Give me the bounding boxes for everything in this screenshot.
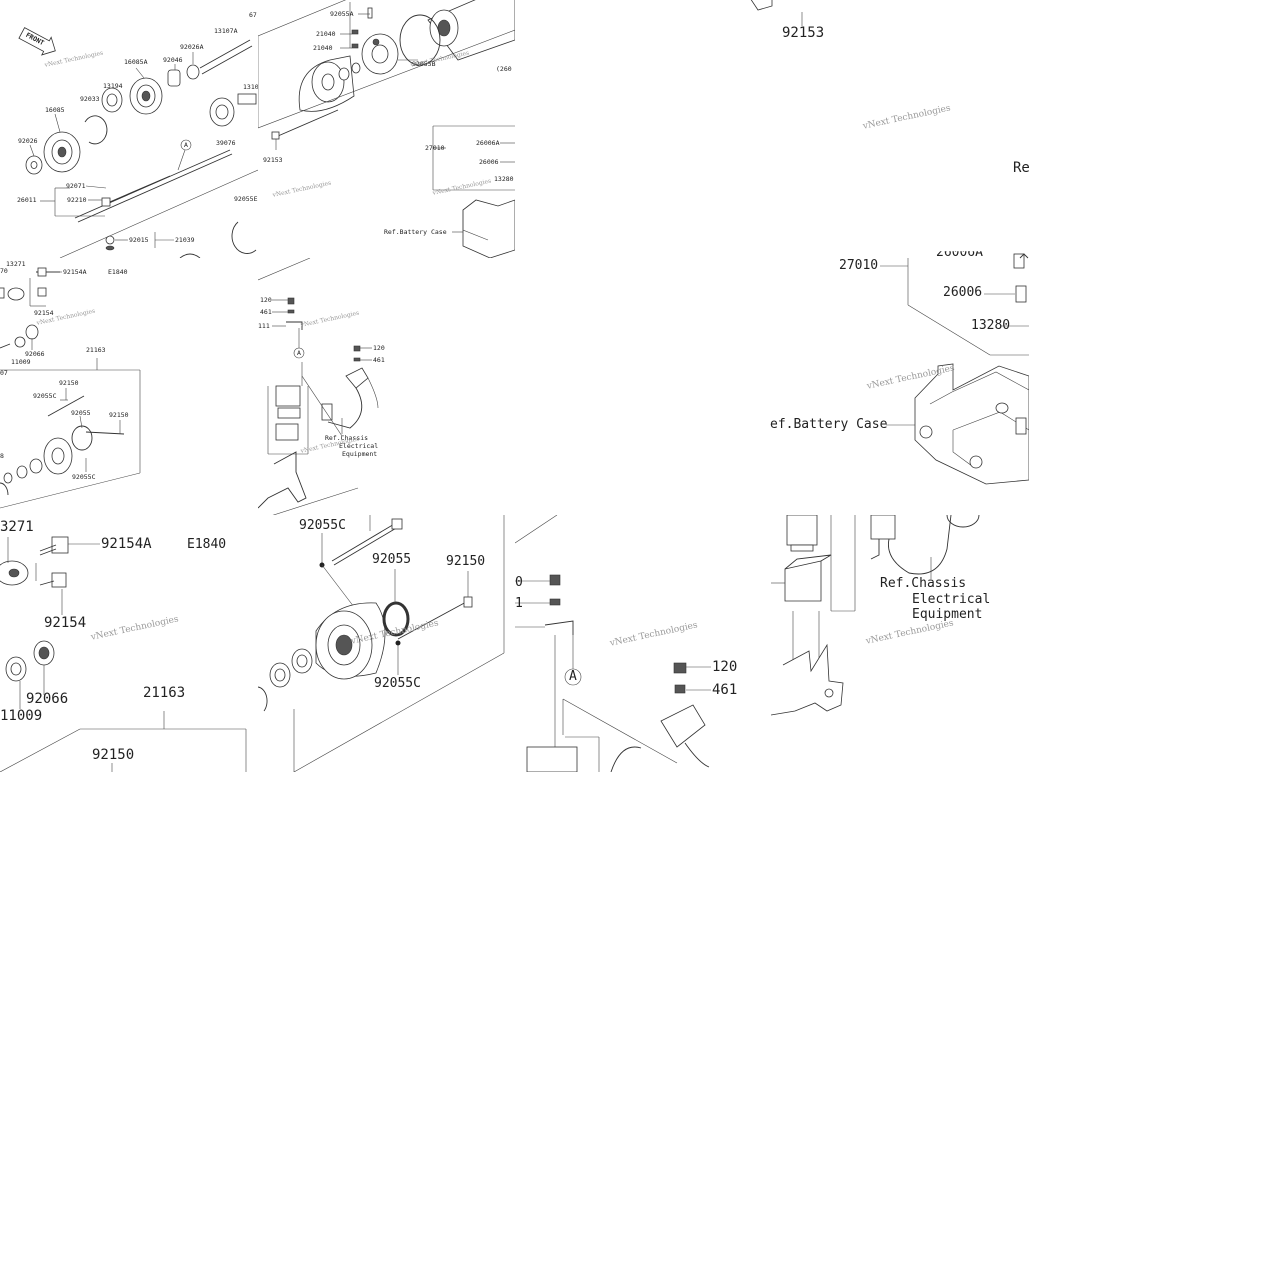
callout-label: 92055C <box>299 518 346 533</box>
callout-label: 92150 <box>59 379 79 387</box>
callout-label: 92055C <box>72 473 96 481</box>
callout-label: 92066 <box>26 691 69 707</box>
callout-label: 92150 <box>109 411 129 419</box>
callout-label: 21039 <box>175 236 195 244</box>
callout-label: 461 <box>712 682 738 698</box>
diagram-tile-mid-left: 70 13271 92154A E1840 92154 92066 11009 … <box>0 258 258 515</box>
diagram-tile-bottom-mid: 0 1 A 120 461 vNext Technologies <box>515 515 771 772</box>
diagram-tile-top-center: 92055A 21040 21040 92055B (260 92153 260… <box>258 0 515 258</box>
callout-label: 13107A <box>214 27 238 35</box>
callout-label: 26006 <box>479 158 499 166</box>
callout-label: 92026 <box>18 137 38 145</box>
callout-label: 92055 <box>372 552 412 567</box>
relay-zoom-drawing <box>515 515 711 772</box>
callout-label: 27010 <box>425 144 445 152</box>
callout-label: 92055C <box>33 392 57 400</box>
circle-a-label: A <box>297 349 301 357</box>
relay-drawing <box>258 258 379 515</box>
ref-label: Equipment <box>342 450 378 458</box>
callout-label: 13194 <box>103 82 123 90</box>
callout-label: 07 <box>0 369 8 377</box>
callout-label: 92154 <box>44 615 87 631</box>
diagram-tile-bottom-center: 92055C 92055 92150 92055C vNext Technolo… <box>258 515 515 772</box>
callout-label: 92210 <box>67 196 87 204</box>
callout-label: ef.Battery Case <box>770 417 888 432</box>
callout-label: 21040 <box>313 44 333 52</box>
callout-label: 21163 <box>86 346 106 354</box>
callout-label: 1310 <box>243 83 258 91</box>
callout-label: 92055B <box>412 60 436 68</box>
circle-a-label: A <box>184 141 188 149</box>
callout-label: 92033 <box>80 95 100 103</box>
callout-label: 92071 <box>66 182 86 190</box>
callout-label: 92153 <box>263 156 283 164</box>
callout-label: Re <box>1013 160 1029 176</box>
diagram-tile-top-right: 92153 Re 27010 26006A 26006 13280 ef.Bat… <box>740 0 1029 515</box>
callout-label: 92055C <box>374 676 421 691</box>
starter-mount-drawing <box>0 267 141 509</box>
circle-a-label: A <box>569 669 577 684</box>
callout-label: 92154A <box>101 536 152 552</box>
callout-label: 13271 <box>6 260 26 268</box>
ref-label: Electrical <box>912 592 991 607</box>
ref-label: Ref.Chassis <box>880 576 967 591</box>
callout-label: 70 <box>0 267 8 275</box>
callout-label: 11009 <box>11 358 31 366</box>
diagram-tile-bottom-right: Ref.Chassis Electrical Equipment vNext T… <box>771 515 1029 772</box>
callout-label: 16085 <box>45 106 65 114</box>
callout-label: 92026A <box>180 43 204 51</box>
callout-label: 27010 <box>839 258 879 273</box>
callout-label: 26011 <box>17 196 37 204</box>
callout-label: 120 <box>373 344 385 352</box>
callout-label: 92055 <box>71 409 91 417</box>
callout-label: 92154A <box>63 268 87 276</box>
starter-cover-zoom-drawing <box>258 515 505 772</box>
callout-label: 21163 <box>143 685 186 701</box>
callout-label: 21040 <box>316 30 336 38</box>
callout-label: 92153 <box>782 25 825 41</box>
callout-label: 26006 <box>943 285 983 300</box>
callout-label: 8 <box>0 452 4 460</box>
callout-label: 92055E <box>234 195 258 203</box>
callout-label: 26006A <box>476 139 500 147</box>
callout-label: 3271 <box>0 519 34 535</box>
callout-label: 461 <box>373 356 385 364</box>
callout-label: 26006A <box>936 245 983 260</box>
battery-case-zoom-drawing <box>750 0 1029 485</box>
callout-label: 120 <box>712 659 738 675</box>
starter-motor-drawing <box>258 0 515 258</box>
diagram-tile-mid-center: 120 461 111 A 120 461 Ref.Chassis Electr… <box>258 258 515 515</box>
diagram-tile-top-left: FRONT 13107A 67 92026A 92046 16085A 1319… <box>0 0 258 258</box>
ref-label: Ref.Chassis <box>325 434 369 442</box>
callout-label: 11009 <box>0 708 43 724</box>
callout-label: 92154 <box>34 309 54 317</box>
callout-label: 92015 <box>129 236 149 244</box>
ref-label: Electrical <box>339 442 379 450</box>
mount-zoom-drawing <box>0 536 247 772</box>
callout-label: 92066 <box>25 350 45 358</box>
callout-label: 67 <box>249 11 257 19</box>
callout-label: 92055A <box>330 10 354 18</box>
callout-label: 0 <box>515 575 523 590</box>
callout-label: 13280 <box>971 318 1011 333</box>
callout-label: 111 <box>258 322 270 330</box>
callout-label: 92046 <box>163 56 183 64</box>
starter-gear-drawing <box>18 27 258 258</box>
chassis-relay-zoom-drawing <box>771 515 980 716</box>
callout-label: 92150 <box>446 554 486 569</box>
callout-label: (260 <box>496 65 512 73</box>
ref-label: Equipment <box>912 607 983 622</box>
callout-label: 120 <box>260 296 272 304</box>
callout-label: Ref.Battery Case <box>384 228 447 236</box>
callout-label: 461 <box>260 308 272 316</box>
callout-label: 13280 <box>494 175 514 183</box>
callout-label: E1840 <box>108 268 128 276</box>
diagram-tile-bottom-left: 3271 92154A E1840 92154 92066 11009 2116… <box>0 515 258 772</box>
callout-label: 16085A <box>124 58 148 66</box>
callout-label: 92150 <box>92 747 135 763</box>
callout-label: 1 <box>515 596 523 611</box>
callout-label: E1840 <box>187 537 227 552</box>
callout-label: 39076 <box>216 139 236 147</box>
